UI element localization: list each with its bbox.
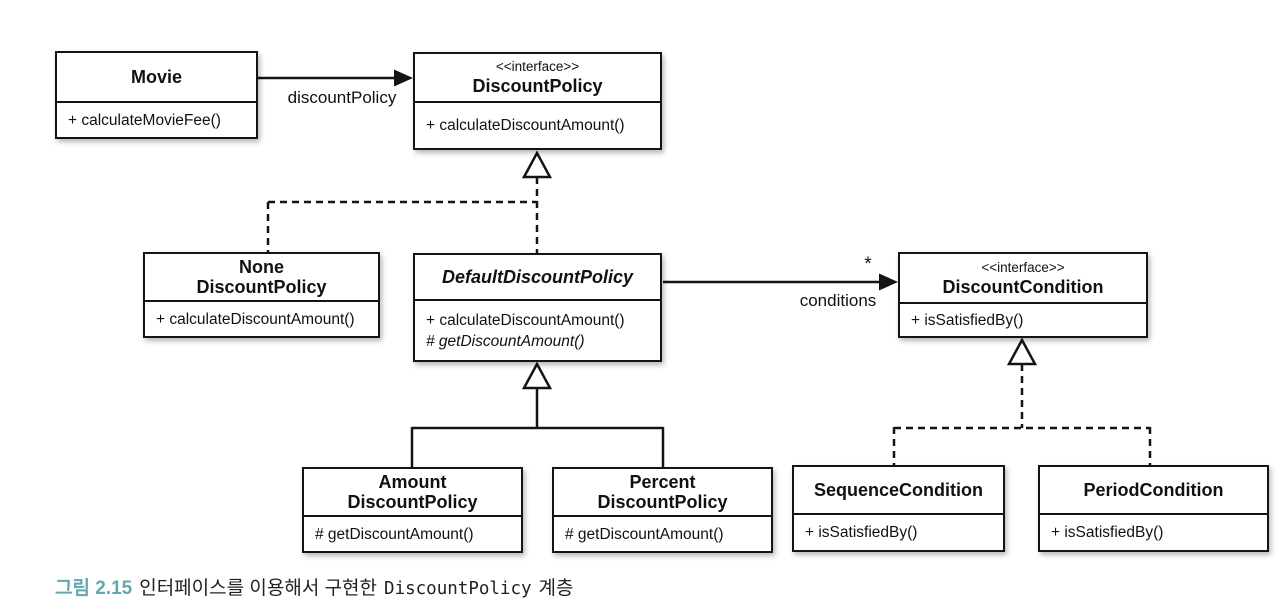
stereotype-label: <<interface>> xyxy=(981,259,1065,275)
association-label-conditions: conditions xyxy=(799,291,877,310)
class-title-line1: Percent xyxy=(629,472,696,492)
interface-box-discountpolicy: <<interface>> DiscountPolicy + calculate… xyxy=(413,52,662,150)
class-box-periodcondition: PeriodCondition + isSatisfiedBy() xyxy=(1038,465,1269,552)
class-title: DiscountCondition xyxy=(942,276,1104,297)
association-label-discountpolicy: discountPolicy xyxy=(287,88,397,107)
hollow-triangle-icon xyxy=(521,150,553,179)
abstract-method-label: # getDiscountAmount() xyxy=(426,332,585,350)
class-box-percentdiscountpolicy: Percent DiscountPolicy # getDiscountAmou… xyxy=(552,467,773,553)
realization-to-discountpolicy xyxy=(266,150,553,253)
filled-arrowhead-icon xyxy=(879,273,898,291)
class-title-line1: Amount xyxy=(378,472,447,492)
class-methods: # getDiscountAmount() xyxy=(554,517,771,551)
class-header: None DiscountPolicy xyxy=(145,254,378,302)
class-header: Percent DiscountPolicy xyxy=(554,469,771,517)
hollow-triangle-icon xyxy=(1006,337,1038,366)
figure-number-label: 그림 2.15 xyxy=(55,578,133,599)
multiplicity-label: * xyxy=(864,254,872,275)
association-default-to-discountcondition xyxy=(663,273,898,291)
filled-arrowhead-icon xyxy=(394,69,413,87)
class-title-line1: None xyxy=(239,257,284,277)
class-header: <<interface>> DiscountPolicy xyxy=(415,54,660,103)
realization-to-discountcondition xyxy=(892,337,1152,465)
class-methods: + isSatisfiedBy() xyxy=(1040,515,1267,550)
class-box-amountdiscountpolicy: Amount DiscountPolicy # getDiscountAmoun… xyxy=(302,467,523,553)
class-header: Movie xyxy=(57,53,256,103)
generalization-to-defaultdiscountpolicy xyxy=(410,361,665,467)
class-title: PeriodCondition xyxy=(1083,480,1224,500)
method-label: + isSatisfiedBy() xyxy=(1051,524,1164,541)
method-label: # getDiscountAmount() xyxy=(565,525,724,543)
method-label: + calculateDiscountAmount() xyxy=(156,310,355,328)
method-label: + calculateDiscountAmount() xyxy=(426,117,625,134)
hollow-triangle-icon xyxy=(521,361,553,390)
method-label: + calculateDiscountAmount() xyxy=(426,311,625,329)
class-header: PeriodCondition xyxy=(1040,467,1267,515)
association-movie-to-discountpolicy xyxy=(258,69,413,87)
class-title-line2: DiscountPolicy xyxy=(196,277,327,297)
stereotype-label: <<interface>> xyxy=(495,59,580,74)
class-methods: + calculateMovieFee() xyxy=(57,103,256,137)
class-header: <<interface>> DiscountCondition xyxy=(900,254,1146,304)
class-methods: + calculateDiscountAmount() xyxy=(415,103,660,148)
class-methods: + calculateDiscountAmount() # getDiscoun… xyxy=(415,301,660,360)
class-title-line2: DiscountPolicy xyxy=(597,492,728,512)
class-header: SequenceCondition xyxy=(794,467,1003,515)
method-label: + calculateMovieFee() xyxy=(68,111,221,129)
class-methods: + isSatisfiedBy() xyxy=(794,515,1003,550)
caption-text: 인터페이스를 이용해서 구현한 xyxy=(139,578,378,599)
method-label: + isSatisfiedBy() xyxy=(911,311,1024,329)
caption-code-text: DiscountPolicy xyxy=(384,579,532,599)
class-title-line2: DiscountPolicy xyxy=(347,492,478,512)
class-title: DefaultDiscountPolicy xyxy=(441,267,634,287)
class-title: DiscountPolicy xyxy=(472,76,603,96)
class-box-sequencecondition: SequenceCondition + isSatisfiedBy() xyxy=(792,465,1005,552)
class-title: SequenceCondition xyxy=(813,480,983,500)
class-methods: + calculateDiscountAmount() xyxy=(145,302,378,336)
class-methods: # getDiscountAmount() xyxy=(304,517,521,551)
abstract-class-box-defaultdiscountpolicy: DefaultDiscountPolicy + calculateDiscoun… xyxy=(413,253,662,362)
class-header: Amount DiscountPolicy xyxy=(304,469,521,517)
caption-tail-text: 계층 xyxy=(538,578,574,599)
class-box-nonediscountpolicy: None DiscountPolicy + calculateDiscountA… xyxy=(143,252,380,338)
figure-caption: 그림 2.15 인터페이스를 이용해서 구현한 DiscountPolicy 계층 xyxy=(55,573,574,600)
method-label: + isSatisfiedBy() xyxy=(805,524,918,541)
class-methods: + isSatisfiedBy() xyxy=(900,304,1146,336)
class-header: DefaultDiscountPolicy xyxy=(415,255,660,301)
method-label: # getDiscountAmount() xyxy=(315,525,474,543)
class-title: Movie xyxy=(130,67,182,87)
interface-box-discountcondition: <<interface>> DiscountCondition + isSati… xyxy=(898,252,1148,338)
class-box-movie: Movie + calculateMovieFee() xyxy=(55,51,258,139)
